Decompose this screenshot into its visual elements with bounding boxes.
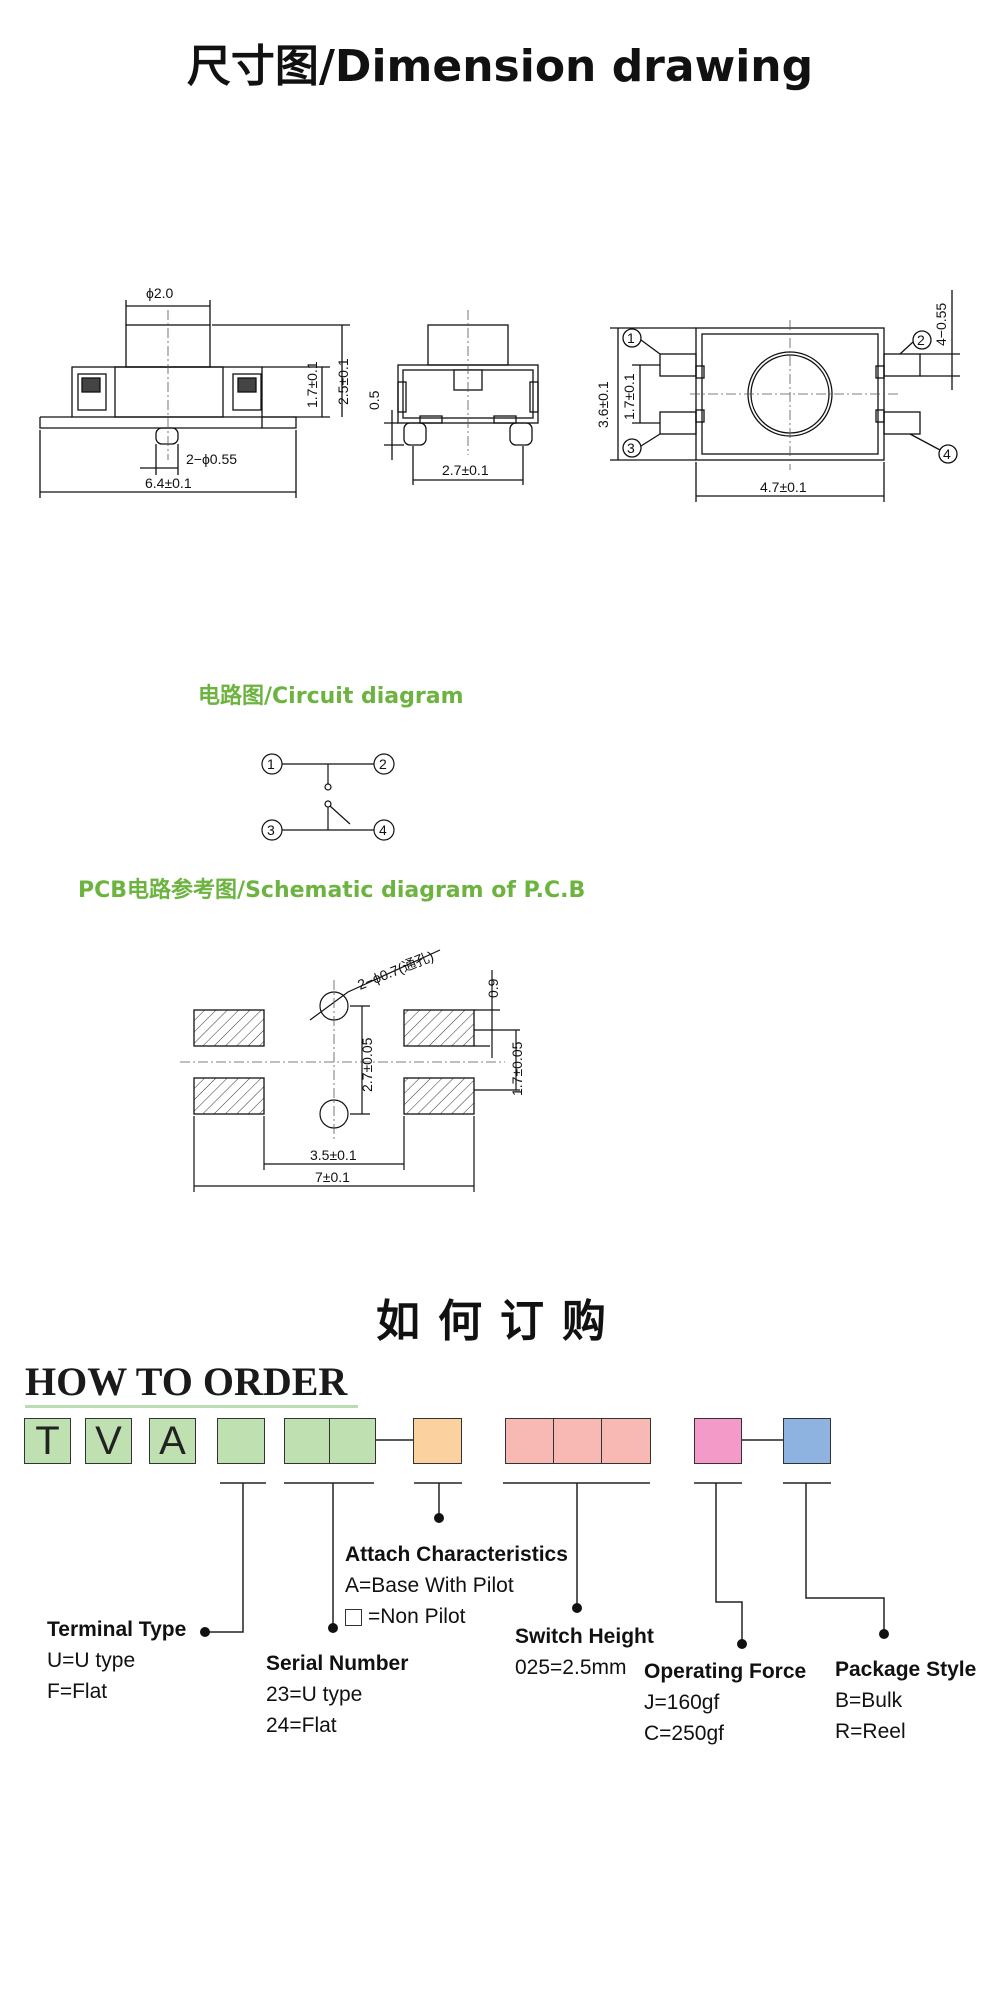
terminal-box — [217, 1418, 265, 1464]
subtitle-underline — [25, 1405, 358, 1408]
pin-3: 3 — [627, 440, 635, 456]
attach-title: Attach Characteristics — [345, 1543, 568, 1566]
code-box-t: T — [24, 1418, 71, 1464]
pcb-heading: PCB电路参考图/Schematic diagram of P.C.B — [78, 878, 586, 903]
pcb-hole: 2−ϕ0.7(通孔) — [355, 948, 436, 993]
code-box-v: V — [85, 1418, 132, 1464]
dim-pin-w: 4−0.55 — [933, 303, 949, 346]
dim-h2: 2.5±0.1 — [335, 358, 351, 405]
attach-line-1: A=Base With Pilot — [345, 1574, 514, 1597]
circuit-diagram: 1 2 3 4 — [261, 753, 395, 841]
dim-h1: 1.7±0.1 — [304, 361, 320, 408]
height-box-3 — [601, 1418, 651, 1464]
dim-width2: 2.7±0.1 — [442, 462, 489, 478]
package-style-line-1: B=Bulk — [835, 1689, 903, 1712]
serial-number-title: Serial Number — [266, 1652, 409, 1675]
order-title: 如何订购 — [376, 1296, 624, 1347]
circuit-pin-3: 3 — [267, 822, 275, 838]
pin-1: 1 — [627, 330, 635, 346]
serial-number-label: Serial Number 23=U type 24=Flat — [266, 1652, 408, 1738]
switch-height-line-1: 025=2.5mm — [515, 1656, 627, 1679]
height-box-1 — [505, 1418, 555, 1464]
serial-box-1 — [284, 1418, 331, 1464]
terminal-type-title: Terminal Type — [47, 1618, 187, 1641]
circuit-heading: 电路图/Circuit diagram — [198, 684, 464, 709]
package-style-title: Package Style — [835, 1658, 977, 1681]
order-subtitle: HOW TO ORDER — [25, 1359, 348, 1404]
package-style-label: Package Style B=Bulk R=Reel — [835, 1658, 976, 1744]
pin-2: 2 — [917, 332, 925, 348]
serial-number-line-1: 23=U type — [266, 1683, 363, 1706]
circuit-pin-4: 4 — [379, 822, 387, 838]
circuit-pin-1: 1 — [267, 756, 275, 772]
dim-pin: 2−ϕ0.55 — [186, 451, 237, 467]
operating-force-title: Operating Force — [644, 1660, 807, 1683]
force-box — [694, 1418, 742, 1464]
operating-force-label: Operating Force J=160gf C=250gf — [644, 1660, 806, 1746]
attach-box — [413, 1418, 462, 1464]
serial-number-line-2: 24=Flat — [266, 1714, 337, 1737]
dim-h3: 3.6±0.1 — [595, 381, 611, 428]
dim-gap: 0.5 — [366, 390, 382, 410]
terminal-type-line-1: U=U type — [47, 1649, 136, 1672]
pcb-diagram: 2−ϕ0.7(通孔) 0.9 2.7±0.05 1.7±0.05 3.5±0.1… — [180, 948, 525, 1192]
order-connectors — [200, 1439, 889, 1649]
dimension-drawing: ϕ2.0 1.7±0.1 2.5±0.1 2−ϕ0.55 6.4±0.1 0.5… — [39, 285, 960, 502]
circuit-pin-2: 2 — [379, 756, 387, 772]
pcb-d5: 7±0.1 — [315, 1169, 350, 1185]
height-box-2 — [553, 1418, 603, 1464]
pcb-d4: 3.5±0.1 — [310, 1147, 357, 1163]
attach-line-2: =Non Pilot — [368, 1605, 466, 1628]
pcb-d1: 0.9 — [485, 978, 501, 998]
attach-label: Attach Characteristics A=Base With Pilot… — [345, 1543, 568, 1629]
switch-height-label: Switch Height 025=2.5mm — [515, 1625, 654, 1680]
terminal-type-label: Terminal Type U=U type F=Flat — [47, 1618, 186, 1704]
dim-width3: 4.7±0.1 — [760, 479, 807, 495]
dim-phi: ϕ2.0 — [146, 285, 174, 301]
package-box — [783, 1418, 831, 1464]
dim-h4: 1.7±0.1 — [621, 373, 637, 420]
terminal-type-line-2: F=Flat — [47, 1680, 108, 1703]
code-box-a: A — [149, 1418, 196, 1464]
checkbox-icon — [345, 1608, 362, 1626]
serial-box-2 — [329, 1418, 376, 1464]
pcb-d2: 2.7±0.05 — [359, 1037, 375, 1092]
package-style-line-2: R=Reel — [835, 1720, 906, 1743]
pin-4: 4 — [943, 446, 951, 462]
switch-height-title: Switch Height — [515, 1625, 654, 1648]
operating-force-line-1: J=160gf — [644, 1691, 720, 1714]
dim-width1: 6.4±0.1 — [145, 475, 192, 491]
pcb-d3: 1.7±0.05 — [509, 1041, 525, 1096]
page-title: 尺寸图/Dimension drawing — [186, 41, 814, 92]
operating-force-line-2: C=250gf — [644, 1722, 724, 1745]
